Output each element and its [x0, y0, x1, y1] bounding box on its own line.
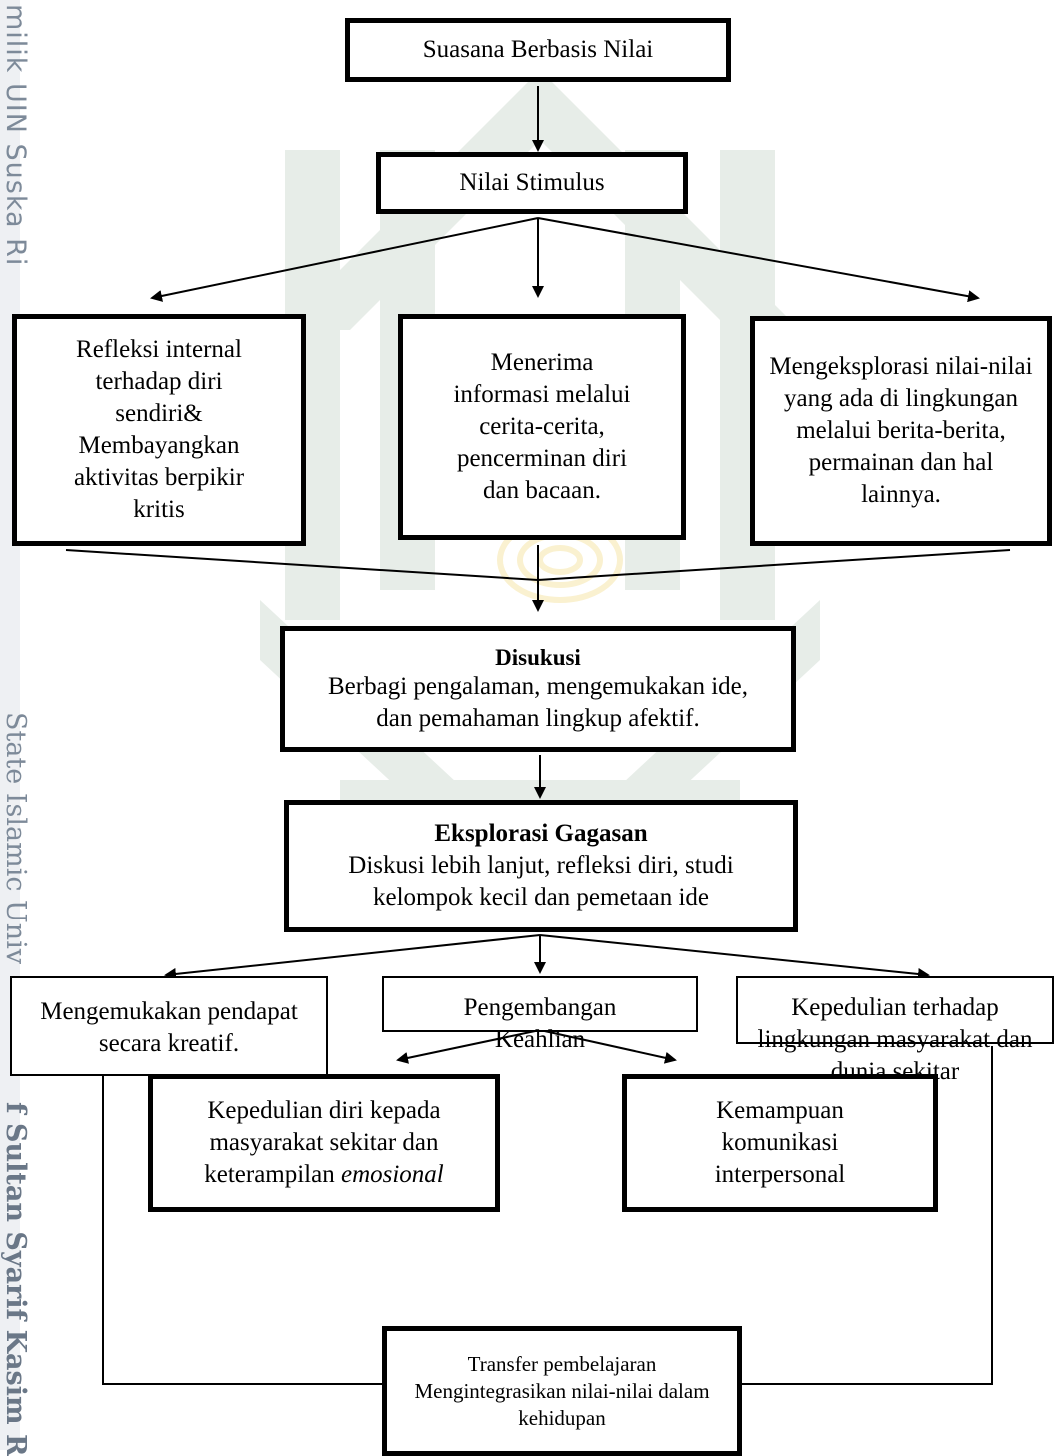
node-nilai-stimulus: Nilai Stimulus: [376, 152, 688, 214]
sidebar-text-top: milik UIN Suska Ri: [0, 4, 31, 267]
node-label: Nilai Stimulus: [459, 169, 605, 196]
node-mengeksplorasi-nilai: Mengeksplorasi nilai-nilai yang ada di l…: [750, 316, 1052, 546]
node-refleksi-internal: Refleksi internal terhadap diri sendiri&…: [12, 314, 306, 546]
node-suasana-berbasis-nilai: Suasana Berbasis Nilai: [345, 18, 731, 82]
arrow-n7-n10: [539, 934, 930, 980]
arrow-n9-n11: [396, 1029, 541, 1064]
node-label: Suasana Berbasis Nilai: [422, 36, 654, 63]
node-label: Kepedulian terhadap lingkungan masyaraka…: [757, 994, 1033, 1085]
sidebar-text-bottom: f Sultan Syarif Kasim R: [0, 1102, 31, 1456]
node-disukusi: Disukusi Berbagi pengalaman, mengemukaka…: [280, 626, 796, 752]
arrow-n7-n8: [164, 934, 541, 980]
node-transfer-pembelajaran: Transfer pembelajaran Mengintegrasikan n…: [382, 1326, 742, 1456]
node-mengemukakan-pendapat: Mengemukakan pendapat secara kreatif.: [10, 976, 328, 1076]
node-label: Kepedulian diri kepada masyarakat sekita…: [177, 1095, 471, 1191]
node-label: Kemampuan komunikasi interpersonal: [714, 1097, 846, 1188]
node-menerima-informasi: Menerima informasi melalui cerita-cerita…: [398, 314, 686, 540]
node-label: Menerima informasi melalui cerita-cerita…: [453, 349, 631, 504]
line-n5-merge: [537, 549, 1011, 581]
arrow-n9-n12: [539, 1029, 677, 1064]
node-label: Pengembangan Keahlian: [463, 994, 617, 1053]
arrow-n2-n5: [537, 217, 980, 303]
node-kemampuan-komunikasi: Kemampuan komunikasi interpersonal: [622, 1074, 938, 1212]
node-label-text: Kepedulian diri kepada masyarakat sekita…: [204, 1097, 441, 1188]
node-label-italic: emosional: [340, 1161, 444, 1188]
node-label: Refleksi internal terhadap diri sendiri&…: [73, 336, 245, 523]
arrow-n2-n3: [150, 217, 539, 302]
node-pengembangan-keahlian: Pengembangan Keahlian: [382, 976, 698, 1053]
sidebar-text-middle: State Islamic Univ: [0, 712, 31, 965]
line-n3-merge: [65, 549, 539, 581]
node-body: Diskusi lebih lanjut, refleksi diri, stu…: [348, 852, 734, 911]
node-title: Eksplorasi Gagasan: [434, 820, 648, 847]
line-n10-n13: [740, 1046, 993, 1385]
node-kepedulian-diri: Kepedulian diri kepada masyarakat sekita…: [148, 1074, 500, 1212]
node-kepedulian-lingkungan: Kepedulian terhadap lingkungan masyaraka…: [736, 976, 1054, 1085]
node-body: Berbagi pengalaman, mengemukakan ide, da…: [328, 672, 748, 732]
node-label: Mengemukakan pendapat secara kreatif.: [40, 998, 298, 1057]
line-n8-n13: [102, 1038, 382, 1385]
node-label: Transfer pembelajaran Mengintegrasikan n…: [414, 1351, 710, 1430]
node-title: Disukusi: [495, 644, 581, 670]
node-eksplorasi-gagasan: Eksplorasi Gagasan Diskusi lebih lanjut,…: [284, 800, 798, 932]
node-label: Mengeksplorasi nilai-nilai yang ada di l…: [769, 353, 1033, 508]
